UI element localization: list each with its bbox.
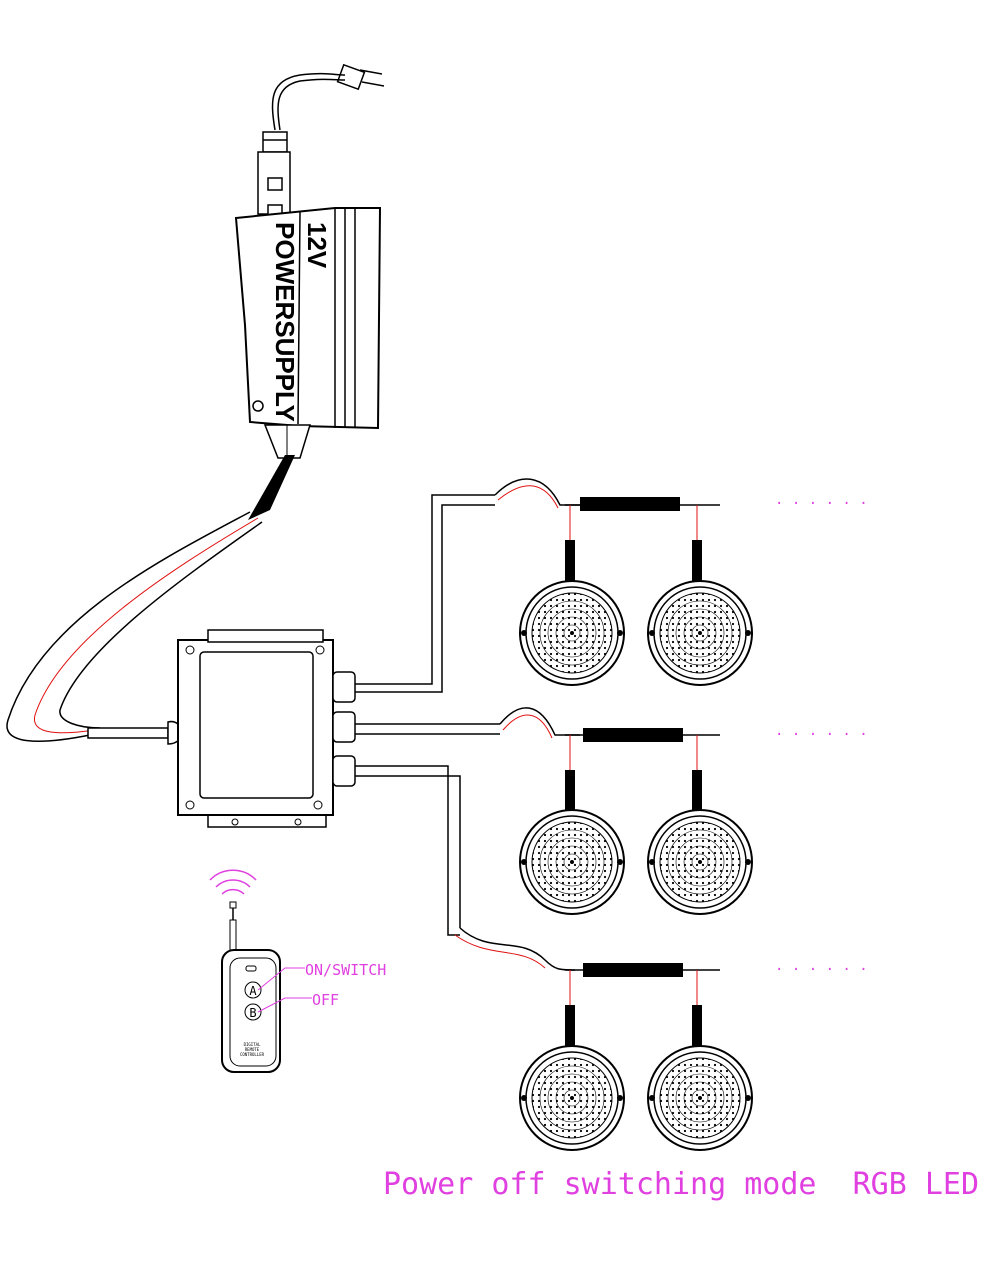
lamp-row-3-wiring xyxy=(454,927,720,1050)
continuation-dots-row-3: · · · · · · xyxy=(775,962,868,978)
wireless-signal-icon xyxy=(209,869,257,895)
diagram-caption: Power off switching mode RGB LED xyxy=(383,1167,979,1202)
remote-body-text-3: CONTROLLER xyxy=(240,1052,265,1057)
remote-body-text-1: DIGITAL xyxy=(244,1042,261,1047)
controller-input-cable xyxy=(87,721,183,745)
continuation-dots-row-2: · · · · · · xyxy=(775,727,868,743)
remote-body-text-2: REMOTE xyxy=(245,1047,260,1052)
power-supply: 12V POWERSUPPLY xyxy=(234,207,382,430)
lamp-1-1 xyxy=(519,580,625,686)
lamp-2-2 xyxy=(647,809,753,915)
remote-control: A B DIGITAL REMOTE CONTROLLER xyxy=(221,901,281,1073)
callout-off: OFF xyxy=(312,991,339,1009)
remote-button-a: A xyxy=(249,984,257,998)
power-plug xyxy=(271,63,385,131)
psu-input-connector xyxy=(257,131,291,216)
remote-button-b: B xyxy=(249,1006,256,1020)
callout-on-switch: ON/SWITCH xyxy=(305,961,386,979)
psu-output-cable xyxy=(6,424,312,742)
continuation-dots-row-1: · · · · · · xyxy=(775,496,868,512)
lamp-3-1 xyxy=(519,1045,625,1151)
lamp-row-1-wiring xyxy=(494,478,720,585)
remote-callouts: ON/SWITCH OFF xyxy=(257,961,386,1013)
controller-box xyxy=(177,629,356,828)
psu-voltage-label: 12V xyxy=(302,222,332,269)
lamp-3-2 xyxy=(647,1045,753,1151)
lamp-row-2-wiring xyxy=(499,707,720,815)
psu-name-label: POWERSUPPLY xyxy=(270,222,300,422)
output-cables xyxy=(355,494,500,936)
lamp-2-1 xyxy=(519,809,625,915)
lamp-1-2 xyxy=(647,580,753,686)
